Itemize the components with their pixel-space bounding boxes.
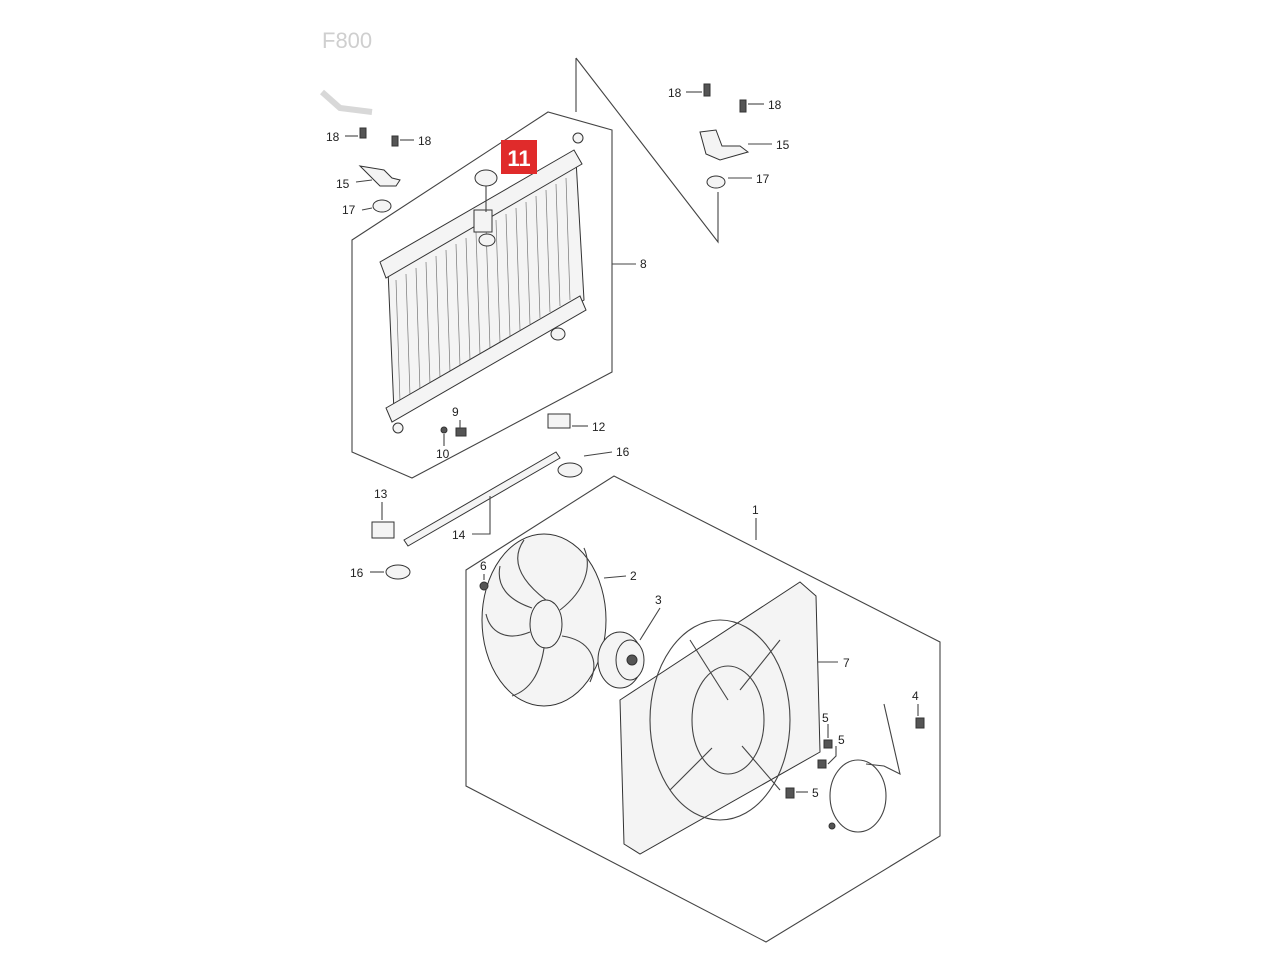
highlighted-part-number: 11 xyxy=(507,146,530,171)
grommet-16-left xyxy=(385,564,411,580)
radiator xyxy=(379,132,587,434)
bolt-5b xyxy=(817,759,827,769)
label-18-right-a: 18 xyxy=(668,86,682,100)
bolt-5a xyxy=(823,739,833,749)
radiator-fins xyxy=(395,177,571,403)
group-leader xyxy=(575,57,719,244)
label-9: 9 xyxy=(452,405,459,419)
seal-10 xyxy=(440,426,448,434)
bottom-post xyxy=(392,422,404,434)
label-1: 1 xyxy=(752,503,759,517)
scan-smudge xyxy=(320,89,373,115)
fan-motor-3 xyxy=(597,631,645,689)
label-5a: 5 xyxy=(822,711,829,725)
label-15-left: 15 xyxy=(336,177,350,191)
filler-neck xyxy=(473,209,493,233)
fan-shroud-7 xyxy=(619,581,821,855)
corner-stamp: F800 xyxy=(322,28,372,53)
cover-plate xyxy=(829,759,887,833)
pad-12 xyxy=(547,413,571,429)
bracket-15-right xyxy=(699,129,750,161)
bolt-18-left-a xyxy=(359,127,367,139)
pad-13 xyxy=(371,521,395,539)
label-18-left-a: 18 xyxy=(326,130,340,144)
label-5c: 5 xyxy=(812,786,819,800)
label-8: 8 xyxy=(640,257,647,271)
harness-leader xyxy=(865,703,901,776)
cover-clip xyxy=(828,822,836,830)
radiator-bottom-tank xyxy=(385,295,587,423)
bolt-18-right-b xyxy=(739,99,747,113)
highlight-badge xyxy=(501,140,537,174)
label-17-right: 17 xyxy=(756,172,770,186)
fan-blade-2 xyxy=(481,533,607,707)
grommet-16-top xyxy=(557,462,583,478)
bracket-15-left xyxy=(358,165,401,187)
label-13: 13 xyxy=(374,487,388,501)
drain-plug-9 xyxy=(455,427,467,437)
bolt-18-right-a xyxy=(703,83,711,97)
radiator-group-outline xyxy=(351,111,613,479)
label-3: 3 xyxy=(655,593,662,607)
upper-hose-outlet xyxy=(478,233,496,247)
fan-assembly-outline xyxy=(465,475,941,943)
label-14: 14 xyxy=(452,528,466,542)
nut-6 xyxy=(479,581,489,591)
top-post xyxy=(572,132,584,144)
mount-17-right xyxy=(706,175,726,189)
label-5b: 5 xyxy=(838,733,845,747)
bolt-18-left-b xyxy=(391,135,399,147)
label-4: 4 xyxy=(912,689,919,703)
label-7: 7 xyxy=(843,656,850,670)
bolt-5c xyxy=(785,787,795,799)
label-18-right-b: 18 xyxy=(768,98,782,112)
radiator-cap xyxy=(474,169,498,187)
label-12: 12 xyxy=(592,420,606,434)
seal-strip-14 xyxy=(403,451,561,547)
mount-17-left xyxy=(372,199,392,213)
label-6: 6 xyxy=(480,559,487,573)
label-15-right: 15 xyxy=(776,138,790,152)
label-17-left: 17 xyxy=(342,203,356,217)
label-18-left-b: 18 xyxy=(418,134,432,148)
lower-hose-outlet xyxy=(550,327,566,341)
bolt-4 xyxy=(915,717,925,729)
label-2: 2 xyxy=(630,569,637,583)
label-16-left: 16 xyxy=(350,566,364,580)
label-10: 10 xyxy=(436,447,450,461)
label-16-top: 16 xyxy=(616,445,630,459)
